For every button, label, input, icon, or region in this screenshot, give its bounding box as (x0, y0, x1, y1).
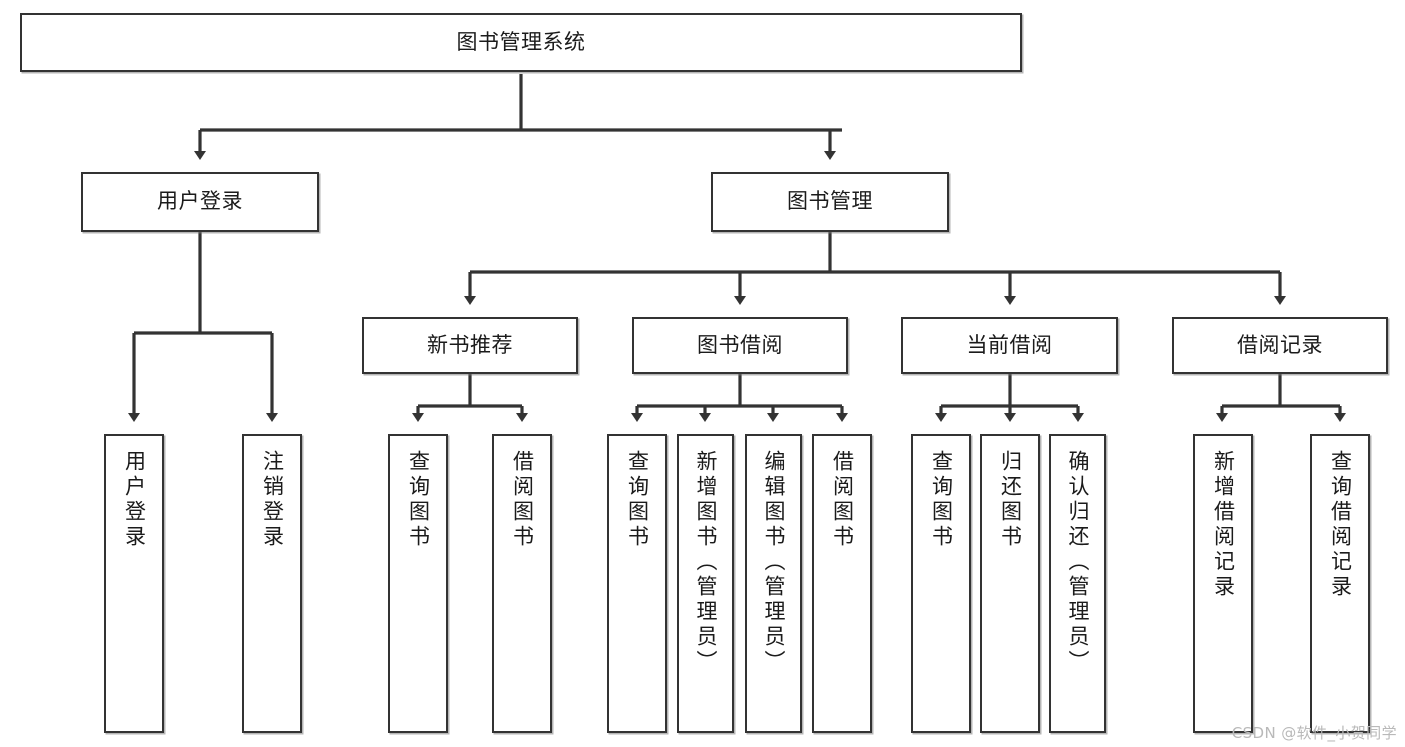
node-user-login[interactable]: 用户登录 (81, 172, 319, 232)
node-label: 编辑图书（管理员） (762, 450, 786, 675)
node-book-management[interactable]: 图书管理 (711, 172, 949, 232)
node-current-borrow[interactable]: 当前借阅 (901, 317, 1118, 374)
node-label: 图书管理 (787, 189, 873, 214)
node-leaf-current-borrow-query[interactable]: 查询图书 (911, 434, 971, 733)
csdn-watermark: CSDN @软件_小贺同学 (1231, 724, 1397, 742)
node-label: 用户登录 (122, 450, 147, 550)
node-label: 用户登录 (157, 189, 243, 214)
node-leaf-book-borrow-query[interactable]: 查询图书 (607, 434, 667, 733)
node-label: 新书推荐 (427, 332, 513, 357)
node-label: 新增借阅记录 (1211, 450, 1236, 600)
node-label: 注销登录 (260, 450, 285, 550)
node-label: 查询借阅记录 (1328, 450, 1353, 600)
node-leaf-new-book-query[interactable]: 查询图书 (388, 434, 448, 733)
node-leaf-book-borrow-edit[interactable]: 编辑图书（管理员） (745, 434, 802, 733)
node-label: 借阅图书 (510, 450, 535, 550)
node-book-borrow[interactable]: 图书借阅 (632, 317, 848, 374)
node-label: 借阅图书 (830, 450, 855, 550)
node-leaf-current-borrow-confirm-return[interactable]: 确认归还（管理员） (1049, 434, 1106, 733)
node-label: 查询图书 (406, 450, 431, 550)
node-leaf-user-login-login[interactable]: 用户登录 (104, 434, 164, 733)
node-label: 当前借阅 (966, 332, 1053, 357)
node-label: 图书管理系统 (456, 29, 586, 54)
node-new-book-recommend[interactable]: 新书推荐 (362, 317, 578, 374)
node-label: 借阅记录 (1237, 332, 1323, 357)
node-leaf-borrow-record-add[interactable]: 新增借阅记录 (1193, 434, 1253, 733)
node-label: 确认归还（管理员） (1066, 450, 1090, 675)
node-leaf-user-login-logout[interactable]: 注销登录 (242, 434, 302, 733)
node-root-book-management-system[interactable]: 图书管理系统 (20, 13, 1022, 72)
node-leaf-book-borrow-add[interactable]: 新增图书（管理员） (677, 434, 734, 733)
node-label: 归还图书 (998, 450, 1023, 550)
node-leaf-current-borrow-return[interactable]: 归还图书 (980, 434, 1040, 733)
node-label: 查询图书 (625, 450, 650, 550)
node-label: 新增图书（管理员） (694, 450, 718, 675)
node-leaf-book-borrow-borrow[interactable]: 借阅图书 (812, 434, 872, 733)
node-label: 查询图书 (929, 450, 954, 550)
node-borrow-record[interactable]: 借阅记录 (1172, 317, 1388, 374)
node-leaf-borrow-record-query[interactable]: 查询借阅记录 (1310, 434, 1370, 733)
node-label: 图书借阅 (697, 332, 783, 357)
node-leaf-new-book-borrow[interactable]: 借阅图书 (492, 434, 552, 733)
